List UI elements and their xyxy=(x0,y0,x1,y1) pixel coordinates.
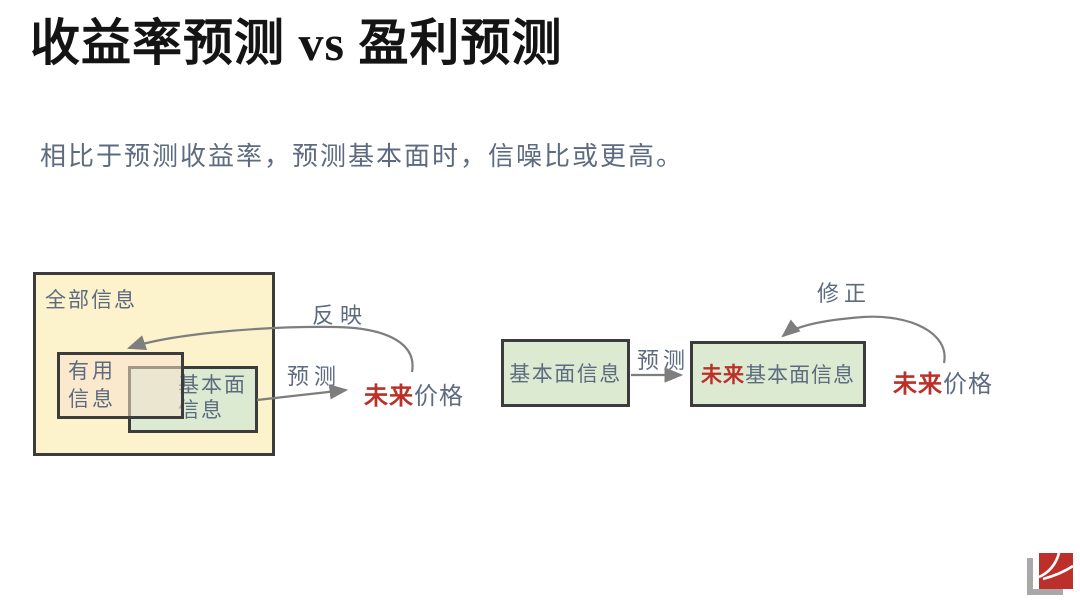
predict-arrow-label-right: 预测 xyxy=(637,348,690,373)
page-title: 收益率预测 vs 盈利预测 xyxy=(30,15,563,71)
future-price-left: 未来价格 xyxy=(364,376,464,411)
subtitle: 相比于预测收益率，预测基本面时，信噪比或更高。 xyxy=(40,142,685,171)
fundamental-info-text: 基本面信息 xyxy=(745,363,855,387)
price-word: 价格 xyxy=(414,384,464,410)
revise-arrow-label: 修正 xyxy=(817,281,872,306)
future-word: 未来 xyxy=(364,384,414,410)
price-word: 价格 xyxy=(943,372,993,398)
predict-arrow-label-left: 预测 xyxy=(287,364,342,389)
red-square-swoosh-logo xyxy=(1027,552,1074,595)
all-information-label: 全部信息 xyxy=(45,288,137,312)
future-price-right: 未来价格 xyxy=(893,364,993,399)
useful-info-box: 有用 信息 xyxy=(57,352,184,419)
reflect-arrow-label: 反映 xyxy=(312,303,369,328)
fundamental-info-label: 基本面 信息 xyxy=(178,373,247,422)
future-fundamental-info-box: 未来基本面信息 xyxy=(690,341,866,407)
future-word: 未来 xyxy=(893,372,943,398)
fundamental-info-box-right: 基本面信息 xyxy=(501,339,630,407)
useful-info-label: 有用 信息 xyxy=(68,359,116,411)
future-word: 未来 xyxy=(701,363,745,387)
